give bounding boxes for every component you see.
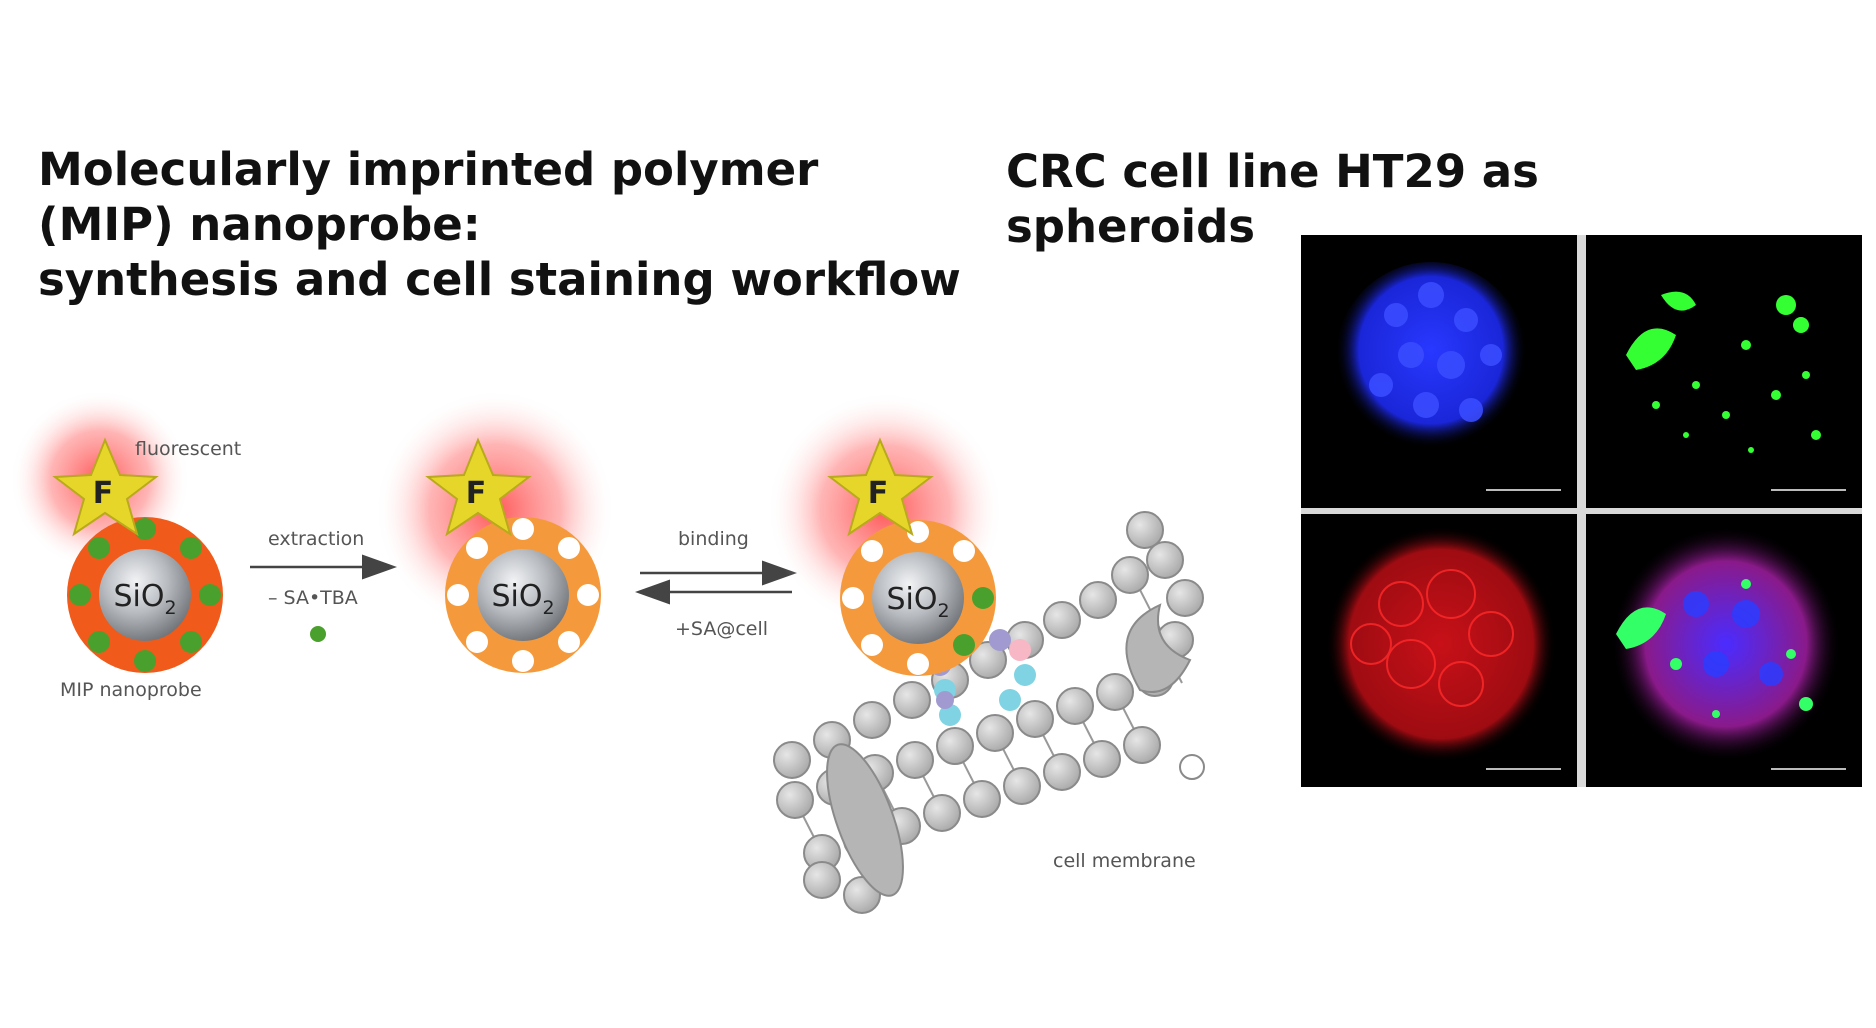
cell-membrane bbox=[773, 511, 1205, 914]
fluorophore-star-icon bbox=[425, 437, 532, 537]
micrograph-green bbox=[1586, 235, 1862, 508]
cell-membrane-label: cell membrane bbox=[1053, 850, 1196, 872]
right-title: CRC cell line HT29 as spheroids bbox=[1006, 145, 1539, 255]
removed-template-icon bbox=[310, 626, 326, 642]
extraction-label: extraction bbox=[268, 528, 364, 550]
fluorophore-letter: F bbox=[466, 476, 487, 511]
bound-nanoprobe: SiO2 F bbox=[767, 392, 1003, 676]
empty-cavities bbox=[447, 518, 599, 672]
left-title-line-1: Molecularly imprinted polymer bbox=[38, 143, 819, 196]
right-title-line-2: spheroids bbox=[1006, 199, 1256, 253]
fluorophore-star-icon bbox=[52, 437, 159, 537]
silica-core bbox=[99, 549, 191, 641]
mip-nanoprobe-label: MIP nanoprobe bbox=[60, 679, 202, 701]
lipid-heads bbox=[773, 511, 1204, 914]
left-title-line-2: (MIP) nanoprobe: bbox=[38, 197, 481, 251]
micrograph-red bbox=[1301, 514, 1577, 787]
removal-label: – SA•TBA bbox=[268, 587, 358, 609]
core-label: SiO2 bbox=[886, 582, 949, 622]
fluorescent-label: fluorescent bbox=[135, 438, 241, 460]
micrograph-grid bbox=[1301, 235, 1862, 787]
cell-binding-label: +SA@cell bbox=[675, 618, 768, 640]
fluorophore-letter: F bbox=[93, 476, 114, 511]
micrograph-blue bbox=[1301, 235, 1577, 508]
workflow-diagram: SiO2 F fluorescent MIP nanoprobe extract… bbox=[10, 390, 1205, 914]
membrane-protein bbox=[826, 743, 904, 897]
extracted-nanoprobe: SiO2 F bbox=[375, 390, 615, 673]
fluorophore-star-icon bbox=[827, 437, 934, 537]
silica-core bbox=[872, 552, 964, 644]
left-title: Molecularly imprinted polymer (MIP) nano… bbox=[38, 143, 961, 308]
membrane-pore-icon bbox=[1179, 754, 1205, 780]
core-label: SiO2 bbox=[491, 579, 554, 619]
template-sites bbox=[69, 518, 221, 672]
left-title-line-3: synthesis and cell staining workflow bbox=[38, 252, 961, 306]
core-label: SiO2 bbox=[113, 579, 176, 619]
cavities bbox=[842, 521, 994, 675]
mip-nanoprobe: SiO2 F bbox=[10, 390, 223, 673]
binding-label: binding bbox=[678, 528, 749, 550]
micrograph-merge bbox=[1586, 514, 1862, 787]
right-title-line-1: CRC cell line HT29 as bbox=[1006, 145, 1539, 198]
fluorophore-letter: F bbox=[868, 476, 889, 511]
membrane-protein bbox=[1125, 603, 1192, 693]
silica-core bbox=[477, 549, 569, 641]
